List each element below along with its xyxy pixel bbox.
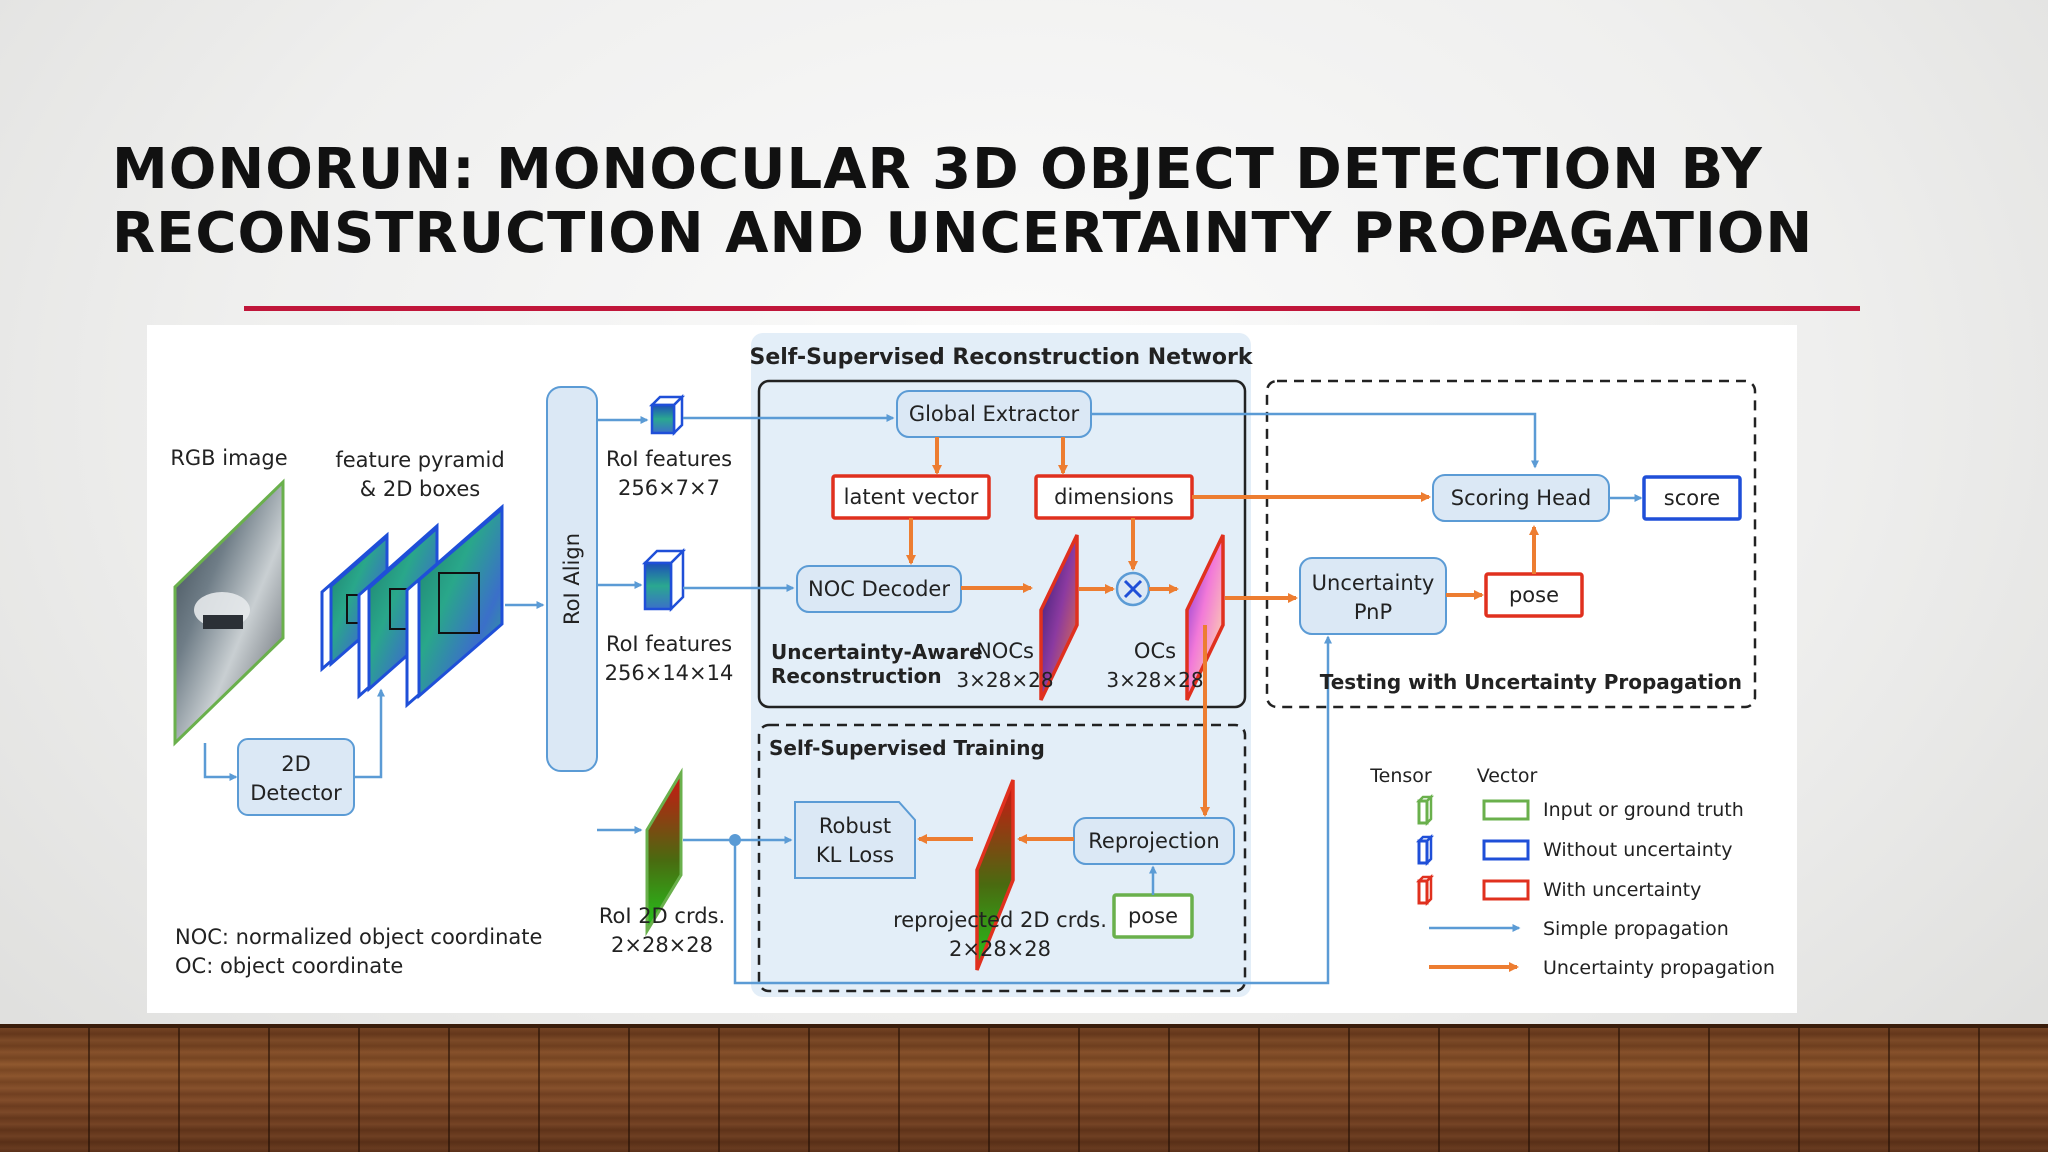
title-underline	[244, 306, 1860, 311]
arrow-global-to-scoring	[1091, 412, 1539, 469]
uar-box	[757, 379, 1247, 709]
pose-gt-label: pose	[1128, 904, 1178, 928]
oc-note: OC: object coordinate	[175, 954, 403, 978]
roi-align-label: RoI Align	[560, 533, 584, 625]
roi-features-b-dim: 256×14×14	[605, 661, 734, 685]
reprojected-label: reprojected 2D crds.	[893, 908, 1107, 932]
detector-label-2: Detector	[250, 781, 342, 805]
legend-vector-blue	[1482, 839, 1530, 861]
roi-features-a-dim: 256×7×7	[618, 476, 720, 500]
slide-title: MONORUN: MONOCULAR 3D OBJECT DETECTION B…	[112, 138, 1813, 266]
legend-vector-red	[1482, 879, 1530, 901]
testing-box	[1265, 379, 1757, 709]
reprojected-tensor	[975, 779, 1015, 971]
roi-features-a-label: RoI features	[606, 447, 732, 471]
sst-title: Self-Supervised Training	[769, 736, 1045, 760]
uar-label-2: Reconstruction	[771, 664, 942, 688]
dimensions-label: dimensions	[1054, 485, 1174, 509]
architecture-diagram: Self-Supervised Reconstruction Network R…	[170, 333, 1775, 997]
diagram-panel: Self-Supervised Reconstruction Network R…	[147, 325, 1797, 1013]
title-line-2: RECONSTRUCTION AND UNCERTAINTY PROPAGATI…	[112, 201, 1814, 266]
robust-label-1: Robust	[819, 814, 891, 838]
detector-label-1: 2D	[281, 752, 311, 776]
score-box	[1642, 475, 1742, 521]
roi-align-box	[546, 386, 598, 772]
pnp-label-1: Uncertainty	[1312, 571, 1435, 595]
legend-tensor-green	[1415, 793, 1435, 827]
robust-kl-loss-box	[794, 801, 916, 879]
pose-test-label: pose	[1509, 583, 1559, 607]
legend-with-label: With uncertainty	[1543, 879, 1701, 901]
feature-pyramid-label-2: & 2D boxes	[360, 477, 480, 501]
multiply-node	[1115, 571, 1151, 607]
sst-box	[757, 723, 1247, 993]
noc-note: NOC: normalized object coordinate	[175, 925, 542, 949]
latent-vector-label: latent vector	[844, 485, 979, 509]
feature-pyramid	[320, 503, 504, 709]
title-line-1: MONORUN: MONOCULAR 3D OBJECT DETECTION B…	[112, 137, 1763, 202]
roi-crds-dim: 2×28×28	[611, 933, 713, 957]
arrow-detector-to-pyramid	[354, 688, 385, 779]
legend-vector-header: Vector	[1477, 765, 1538, 787]
arrow-rgb-to-detector	[203, 743, 238, 781]
legend-tensor-blue	[1415, 833, 1435, 867]
scoring-head-label: Scoring Head	[1451, 486, 1591, 510]
roi-feature-tensor-b	[641, 547, 687, 613]
noc-decoder-label: NOC Decoder	[808, 577, 950, 601]
reprojection-label: Reprojection	[1088, 829, 1219, 853]
legend-tensor-red	[1415, 873, 1435, 907]
rgb-image-label: RGB image	[170, 446, 287, 470]
roi-crds-label: RoI 2D crds.	[599, 904, 725, 928]
score-label: score	[1664, 486, 1720, 510]
reprojected-dim: 2×28×28	[949, 937, 1051, 961]
nocs-label: NOCs	[976, 639, 1034, 663]
testing-title: Testing with Uncertainty Propagation	[1320, 670, 1742, 694]
pnp-label-2: PnP	[1354, 600, 1392, 624]
ocs-tensor	[1185, 534, 1225, 701]
legend-tensor-header: Tensor	[1369, 765, 1432, 787]
nocs-dim: 3×28×28	[956, 668, 1053, 692]
robust-label-2: KL Loss	[816, 843, 894, 867]
ssrn-title: Self-Supervised Reconstruction Network	[749, 345, 1253, 370]
ocs-label: OCs	[1134, 639, 1176, 663]
legend: Tensor Vector Input or ground truth With…	[1369, 765, 1775, 979]
uar-label-1: Uncertainty-Aware	[771, 640, 983, 664]
floor-edge	[0, 1024, 2048, 1030]
roi-feature-tensor-a	[648, 393, 686, 437]
arrow-crds-to-pnp	[733, 635, 1332, 985]
legend-without-label: Without uncertainty	[1543, 839, 1732, 861]
legend-uncertainty-label: Uncertainty propagation	[1543, 957, 1775, 979]
roi-crds-tensor	[645, 767, 683, 937]
ocs-dim: 3×28×28	[1106, 668, 1203, 692]
legend-input-label: Input or ground truth	[1543, 799, 1744, 821]
roi-features-b-label: RoI features	[606, 632, 732, 656]
feature-pyramid-label-1: feature pyramid	[335, 448, 504, 472]
wooden-floor	[0, 1028, 2048, 1152]
nocs-tensor	[1039, 534, 1079, 701]
legend-simple-label: Simple propagation	[1543, 918, 1729, 940]
rgb-image	[173, 478, 285, 747]
legend-vector-green	[1482, 799, 1530, 821]
global-extractor-label: Global Extractor	[909, 402, 1080, 426]
